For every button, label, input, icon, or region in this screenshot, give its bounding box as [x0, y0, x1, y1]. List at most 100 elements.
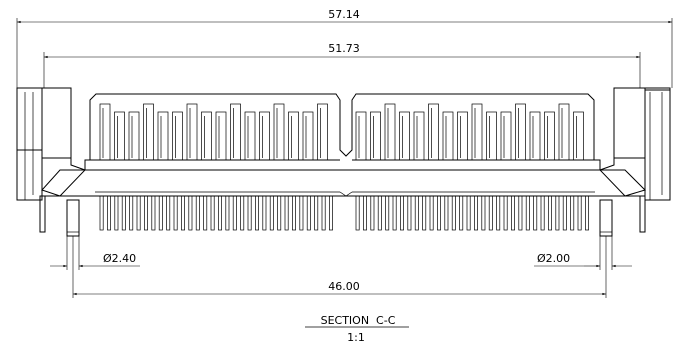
dim-body-width: 51.73 [43, 42, 641, 88]
pin [292, 195, 296, 231]
contact-finger [99, 103, 111, 161]
pin [407, 195, 412, 231]
pin [585, 195, 589, 231]
pin [158, 195, 163, 231]
pin [355, 195, 360, 231]
dim-body-width-label: 51.73 [328, 42, 360, 55]
contact-finger [471, 103, 483, 161]
pin [370, 195, 375, 231]
contact-finger [558, 103, 570, 161]
pin [107, 195, 111, 231]
pin [525, 195, 530, 231]
section-title-block: SECTION C-C 1:1 [305, 314, 409, 344]
pin [511, 195, 515, 231]
pin [144, 195, 148, 231]
pin [503, 195, 508, 231]
pin [255, 195, 259, 231]
pin [262, 195, 267, 231]
contact-finger [230, 103, 241, 161]
contact-finger [244, 111, 256, 161]
pin [99, 195, 104, 231]
pin [151, 195, 156, 231]
contact-finger [486, 111, 497, 161]
pin [451, 195, 456, 231]
pin [195, 195, 200, 231]
dim-overall-width-label: 57.14 [328, 8, 360, 21]
contact-finger [317, 103, 328, 161]
contact-finger [259, 111, 270, 161]
upper-contacts [99, 103, 584, 161]
pin [121, 195, 126, 231]
contact-finger [355, 111, 367, 161]
pin [173, 195, 178, 231]
dim-peg-left: Ø2.40 [50, 236, 140, 270]
pin [225, 195, 230, 231]
pin [114, 195, 119, 231]
section-title: SECTION C-C [321, 314, 396, 327]
pin [269, 195, 274, 231]
pin [570, 195, 575, 231]
pin [518, 195, 523, 231]
dim-pin-spacing: 46.00 [72, 236, 607, 298]
contact-finger [413, 111, 425, 161]
pin [129, 195, 134, 231]
contact-finger [384, 103, 396, 161]
pin [481, 195, 486, 231]
contact-finger [529, 111, 541, 161]
pin [437, 195, 441, 231]
pin [414, 195, 419, 231]
contact-finger [143, 103, 154, 161]
contact-finger [128, 111, 140, 161]
pin [247, 195, 252, 231]
pin [218, 195, 222, 231]
contact-finger [273, 103, 285, 161]
contact-finger [201, 111, 212, 161]
connector-body [16, 87, 671, 201]
pin [181, 195, 185, 231]
contact-finger [457, 111, 468, 161]
peg-left [39, 195, 80, 237]
contact-finger [515, 103, 526, 161]
pin [314, 195, 319, 231]
contact-finger [302, 111, 314, 161]
pin [203, 195, 208, 231]
lower-pins [99, 195, 589, 231]
pin [321, 195, 326, 231]
pin [299, 195, 304, 231]
contact-finger [500, 111, 512, 161]
pin [429, 195, 434, 231]
contact-finger [186, 103, 198, 161]
contact-finger [370, 111, 381, 161]
contact-finger [215, 111, 227, 161]
pin [306, 195, 311, 231]
pin [284, 195, 289, 231]
pin [232, 195, 237, 231]
pin [329, 195, 333, 231]
pin [392, 195, 397, 231]
pin [459, 195, 464, 231]
peg-right [599, 195, 646, 237]
contact-finger [544, 111, 555, 161]
dim-peg-right-label: Ø2.00 [537, 252, 570, 265]
pin [422, 195, 427, 231]
pin [466, 195, 471, 231]
pin [385, 195, 390, 231]
pin [562, 195, 567, 231]
contact-finger [157, 111, 169, 161]
contact-finger [399, 111, 410, 161]
pin [548, 195, 552, 231]
pin [474, 195, 478, 231]
pin [210, 195, 215, 231]
pin [577, 195, 582, 231]
pin [188, 195, 193, 231]
pin [136, 195, 141, 231]
pin [400, 195, 404, 231]
dim-peg-right: Ø2.00 [534, 236, 632, 270]
contact-finger [172, 111, 183, 161]
dim-overall-width: 57.14 [16, 8, 673, 88]
section-scale: 1:1 [347, 331, 365, 344]
pin [488, 195, 493, 231]
pin [377, 195, 382, 231]
pin [496, 195, 501, 231]
